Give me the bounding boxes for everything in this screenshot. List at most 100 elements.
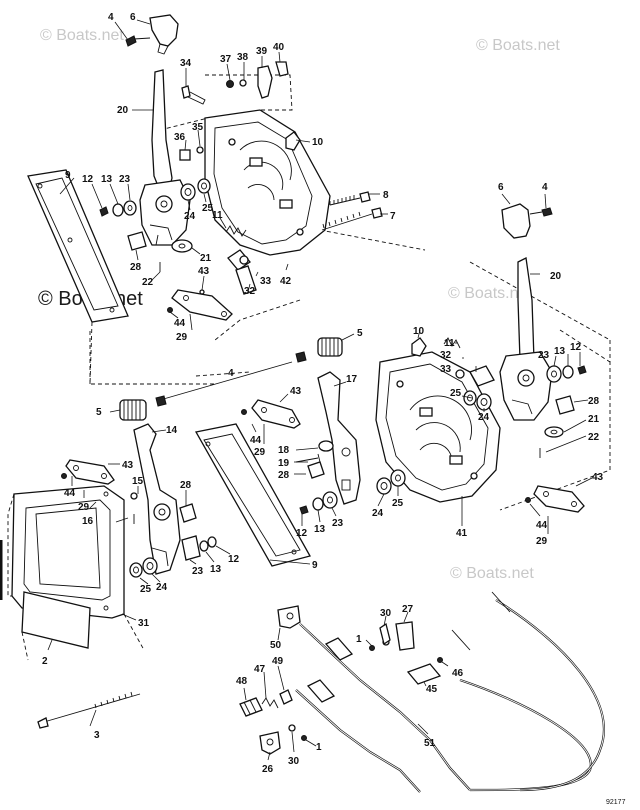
drawing-reference-code: 92177	[606, 799, 626, 806]
callout: 20	[550, 271, 562, 282]
upper-control-assembly	[27, 14, 426, 341]
callout: 4	[542, 182, 548, 193]
callout: 28	[278, 470, 290, 481]
callout: 33	[260, 276, 272, 287]
leader-lines	[47, 19, 593, 761]
handle-cap	[149, 14, 179, 47]
callout: 11	[444, 338, 455, 349]
callout: 23	[192, 566, 204, 577]
callout: 29	[536, 536, 548, 547]
callout: 43	[592, 472, 604, 483]
callout: 1	[356, 634, 362, 645]
callout: 22	[588, 432, 600, 443]
callout: 37	[220, 54, 232, 65]
watermark-top-left: © Boats.net	[40, 27, 124, 44]
callout: 25	[392, 498, 404, 509]
callout: 5	[96, 407, 102, 418]
callout: 46	[452, 668, 464, 679]
callout: 13	[210, 564, 222, 575]
watermark-lower: © Boats.net	[450, 565, 534, 582]
callout: 40	[273, 42, 285, 53]
callout: 49	[272, 656, 284, 667]
knob-lower	[119, 399, 147, 421]
callout: 51	[424, 738, 436, 749]
callout: 17	[346, 374, 358, 385]
callout: 12	[228, 554, 240, 565]
callout: 2	[42, 656, 48, 667]
decal-plate	[21, 591, 91, 649]
lower-mounting-plate	[194, 423, 311, 567]
callout: 34	[180, 58, 192, 69]
callout: 43	[198, 266, 210, 277]
callout: 13	[314, 524, 326, 535]
bezel-frame	[11, 485, 125, 619]
callout-labels: 4 6 34 37 38 39 40 20 36 35 10 9 12 13 2…	[42, 12, 604, 775]
callout: 41	[456, 528, 468, 539]
lower-right-housing-assembly	[89, 203, 611, 513]
callout: 4	[108, 12, 114, 23]
callout: 47	[254, 664, 266, 675]
callout: 24	[372, 508, 384, 519]
callout: 24	[156, 582, 168, 593]
callout: 44	[536, 520, 548, 531]
callout: 31	[138, 618, 150, 629]
callout: 44	[64, 488, 76, 499]
callout: 21	[588, 414, 600, 425]
callout: 4	[228, 368, 234, 379]
handle-cap-right	[501, 203, 531, 239]
callout: 12	[296, 528, 308, 539]
callout: 43	[122, 460, 134, 471]
callout: 23	[119, 174, 131, 185]
watermark-right-middle: © Boats.net	[448, 285, 532, 302]
callout: 24	[478, 412, 490, 423]
callout: 20	[117, 105, 129, 116]
callout: 16	[82, 516, 94, 527]
callout: 32	[244, 286, 256, 297]
callout: 1	[316, 742, 322, 753]
callout: 27	[402, 604, 414, 615]
callout: 12	[82, 174, 94, 185]
upper-mounting-plate	[27, 169, 129, 323]
callout: 32	[440, 350, 452, 361]
callout: 9	[312, 560, 318, 571]
callout: 8	[383, 190, 389, 201]
callout: 13	[554, 346, 566, 357]
callout: 14	[166, 425, 178, 436]
callout: 5	[357, 328, 363, 339]
callout: 44	[174, 318, 186, 329]
callout: 15	[132, 476, 144, 487]
callout: 30	[380, 608, 392, 619]
callout: 29	[78, 502, 90, 513]
callout: 50	[270, 640, 282, 651]
callout: 21	[200, 253, 212, 264]
right-housing	[375, 351, 501, 503]
lower-left-assembly	[7, 423, 217, 729]
callout: 25	[140, 584, 152, 595]
callout: 30	[288, 756, 300, 767]
callout: 18	[278, 445, 290, 456]
callout: 39	[256, 46, 268, 57]
cable-knob	[239, 697, 263, 717]
middle-lever	[317, 371, 361, 505]
callout: 29	[176, 332, 188, 343]
callout: 45	[426, 684, 438, 695]
knob-upper	[317, 337, 343, 357]
callout: 23	[332, 518, 344, 529]
callout: 35	[192, 122, 204, 133]
callout: 33	[440, 364, 452, 375]
callout: 28	[180, 480, 192, 491]
callout: 6	[498, 182, 504, 193]
callout: 10	[312, 137, 324, 148]
lower-left-lever	[133, 423, 181, 575]
callout: 26	[262, 764, 274, 775]
callout: 9	[65, 170, 71, 181]
callout: 43	[290, 386, 302, 397]
callout: 22	[142, 277, 154, 288]
callout: 19	[278, 458, 290, 469]
callout: 13	[101, 174, 113, 185]
callout: 25	[202, 203, 214, 214]
callout: 44	[250, 435, 262, 446]
callout: 28	[130, 262, 142, 273]
callout: 12	[570, 342, 582, 353]
